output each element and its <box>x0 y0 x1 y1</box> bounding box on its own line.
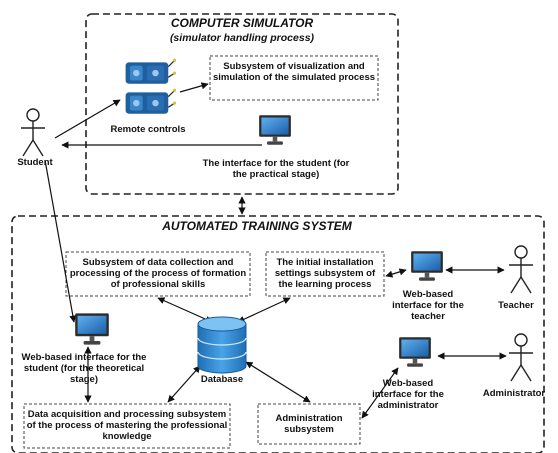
training-system-container <box>11 215 545 453</box>
administrator-interface-label: Web-based interface for the administrato… <box>372 378 444 411</box>
initial-settings-box <box>265 251 385 297</box>
student-label: Student <box>17 157 53 168</box>
remote-control-icon <box>124 87 176 115</box>
remote-control-icon <box>124 57 176 85</box>
teacher-interface-label: Web-based interface for the teacher <box>392 289 464 322</box>
data-acquisition-box-label: Data acquisition and processing subsyste… <box>26 409 228 442</box>
visualization-box <box>209 55 379 101</box>
training-system-title: AUTOMATED TRAINING SYSTEM <box>162 219 352 233</box>
remote-controls-label: Remote controls <box>110 124 186 135</box>
simulator-container <box>85 13 399 195</box>
student-person-icon <box>20 108 46 157</box>
connector-arrows <box>44 82 507 419</box>
database-label: Database <box>200 374 244 385</box>
data-acquisition-box <box>23 403 231 449</box>
student-practical-interface-label: The interface for the student (for the p… <box>202 158 350 180</box>
administrator-person-icon <box>508 333 534 382</box>
student-practical-monitor-icon <box>259 115 291 145</box>
visualization-box-label: Subsystem of visualization and simulatio… <box>212 61 376 83</box>
data-collection-box-label: Subsystem of data collection and process… <box>69 257 247 290</box>
database-icon <box>197 316 247 374</box>
teacher-label: Teacher <box>498 300 534 311</box>
administration-box-label: Administration subsystem <box>275 413 343 435</box>
simulator-subtitle: (simulator handling process) <box>169 32 315 44</box>
simulator-title: COMPUTER SIMULATOR <box>170 16 314 30</box>
administrator-monitor-icon <box>399 337 431 367</box>
data-collection-box <box>65 251 251 297</box>
administration-box <box>257 403 361 445</box>
administrator-label: Administrator <box>482 388 546 399</box>
teacher-monitor-icon <box>411 251 443 281</box>
initial-settings-box-label: The initial installation settings subsys… <box>274 257 376 290</box>
student-theory-monitor-icon <box>75 313 109 345</box>
student-theory-interface-label: Web-based interface for the student (for… <box>21 352 147 385</box>
teacher-person-icon <box>508 245 534 294</box>
